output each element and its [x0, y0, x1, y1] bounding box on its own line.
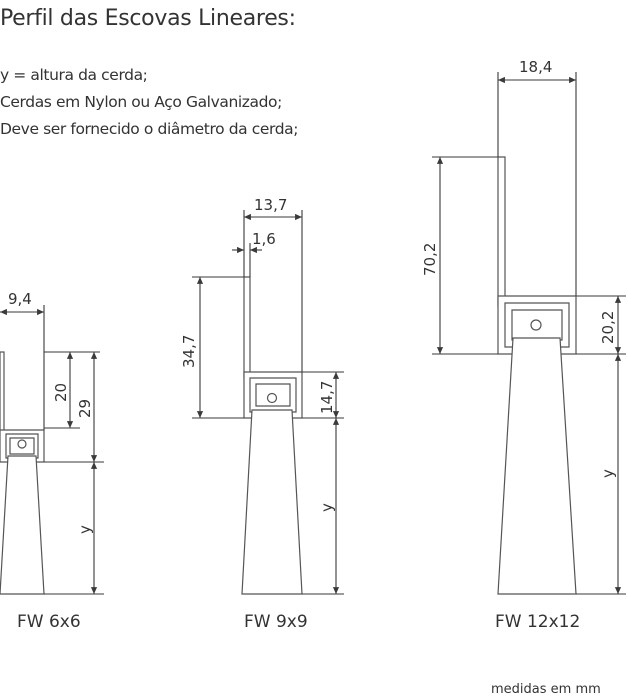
fw9-dim-bristle-y: y — [318, 503, 336, 512]
fw12-blade — [497, 156, 506, 307]
profile-fw-9x9: 13,7 1,6 34,7 14,7 y — [180, 196, 344, 595]
fw6-dim-bristle-y: y — [76, 525, 94, 534]
fw9-dim-width: 13,7 — [254, 196, 287, 214]
profile-fw-6x6: 9,4 20 29 y — [0, 290, 104, 595]
page-title: Perfil das Escovas Lineares: — [0, 6, 296, 31]
fw9-bristle — [241, 409, 303, 595]
fw9-dim-thickness: 1,6 — [252, 230, 276, 248]
fw12-dim-height-base: 20,2 — [599, 311, 617, 344]
fw6-dim-width: 9,4 — [8, 290, 32, 308]
fw9-blade — [243, 276, 251, 379]
note-bristle-diameter: Deve ser fornecido o diâmetro da cerda; — [0, 120, 299, 138]
profile-fw-12x12: 18,4 70,2 20,2 y — [421, 58, 626, 595]
units-note: medidas em mm — [491, 682, 601, 697]
fw12-dim-bristle-y: y — [599, 469, 617, 478]
profile-label-fw-9x9: FW 9x9 — [244, 612, 308, 632]
note-bristle-height: y = altura da cerda; — [0, 66, 148, 84]
fw6-bristle — [0, 455, 45, 595]
fw12-bristle — [497, 337, 577, 595]
fw12-dim-width: 18,4 — [519, 58, 552, 76]
note-bristle-material: Cerdas em Nylon ou Aço Galvanizado; — [0, 93, 282, 111]
fw6-dim-height-total: 29 — [76, 399, 94, 418]
profile-label-fw-6x6: FW 6x6 — [17, 612, 81, 632]
profile-label-fw-12x12: FW 12x12 — [495, 612, 581, 632]
fw6-blade — [0, 351, 5, 433]
fw6-dim-height-bristle: 20 — [52, 383, 70, 402]
fw12-dim-height-blade: 70,2 — [421, 243, 439, 276]
fw9-dim-height-blade: 34,7 — [180, 335, 198, 368]
fw9-dim-height-base: 14,7 — [318, 381, 336, 414]
